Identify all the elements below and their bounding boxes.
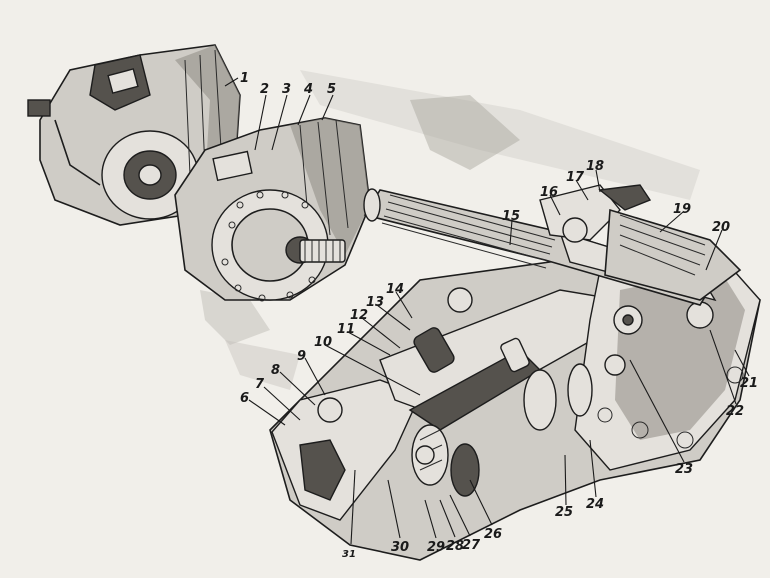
callout-16: 16 xyxy=(540,185,558,200)
callout-26: 26 xyxy=(484,527,502,542)
callout-28: 28 xyxy=(446,539,464,554)
callout-25: 25 xyxy=(555,505,573,520)
callout-9: 9 xyxy=(297,349,306,364)
leader-lines xyxy=(224,77,750,545)
callout-30: 30 xyxy=(391,540,409,555)
callout-31: 31 xyxy=(342,549,356,560)
cutaway-housing xyxy=(269,254,761,561)
callout-3: 3 xyxy=(282,82,291,97)
splined-shaft xyxy=(363,184,742,335)
callout-1: 1 xyxy=(240,71,249,86)
callout-7: 7 xyxy=(255,377,265,392)
callout-4: 4 xyxy=(303,82,313,97)
callout-20: 20 xyxy=(712,220,730,235)
callout-18: 18 xyxy=(586,159,604,174)
callout-labels: 1 2 3 4 5 6 7 8 9 10 11 12 13 14 15 16 1… xyxy=(240,71,758,560)
callout-8: 8 xyxy=(271,363,280,378)
callout-10: 10 xyxy=(314,335,332,350)
callout-13: 13 xyxy=(366,295,384,310)
print-texture xyxy=(200,70,700,390)
callout-15: 15 xyxy=(502,209,520,224)
callout-12: 12 xyxy=(350,308,368,323)
callout-27: 27 xyxy=(462,538,481,553)
callout-17: 17 xyxy=(566,170,585,185)
callout-22: 22 xyxy=(726,404,744,419)
callout-24: 24 xyxy=(586,497,604,512)
callout-23: 23 xyxy=(675,462,693,477)
assembly-middle xyxy=(174,117,371,302)
callout-2: 2 xyxy=(260,82,269,97)
callout-29: 29 xyxy=(427,540,445,555)
callout-14: 14 xyxy=(386,282,404,297)
callout-11: 11 xyxy=(337,322,355,337)
callout-5: 5 xyxy=(327,82,336,97)
callout-6: 6 xyxy=(240,391,249,406)
callout-19: 19 xyxy=(673,202,691,217)
callout-21: 21 xyxy=(740,376,758,391)
